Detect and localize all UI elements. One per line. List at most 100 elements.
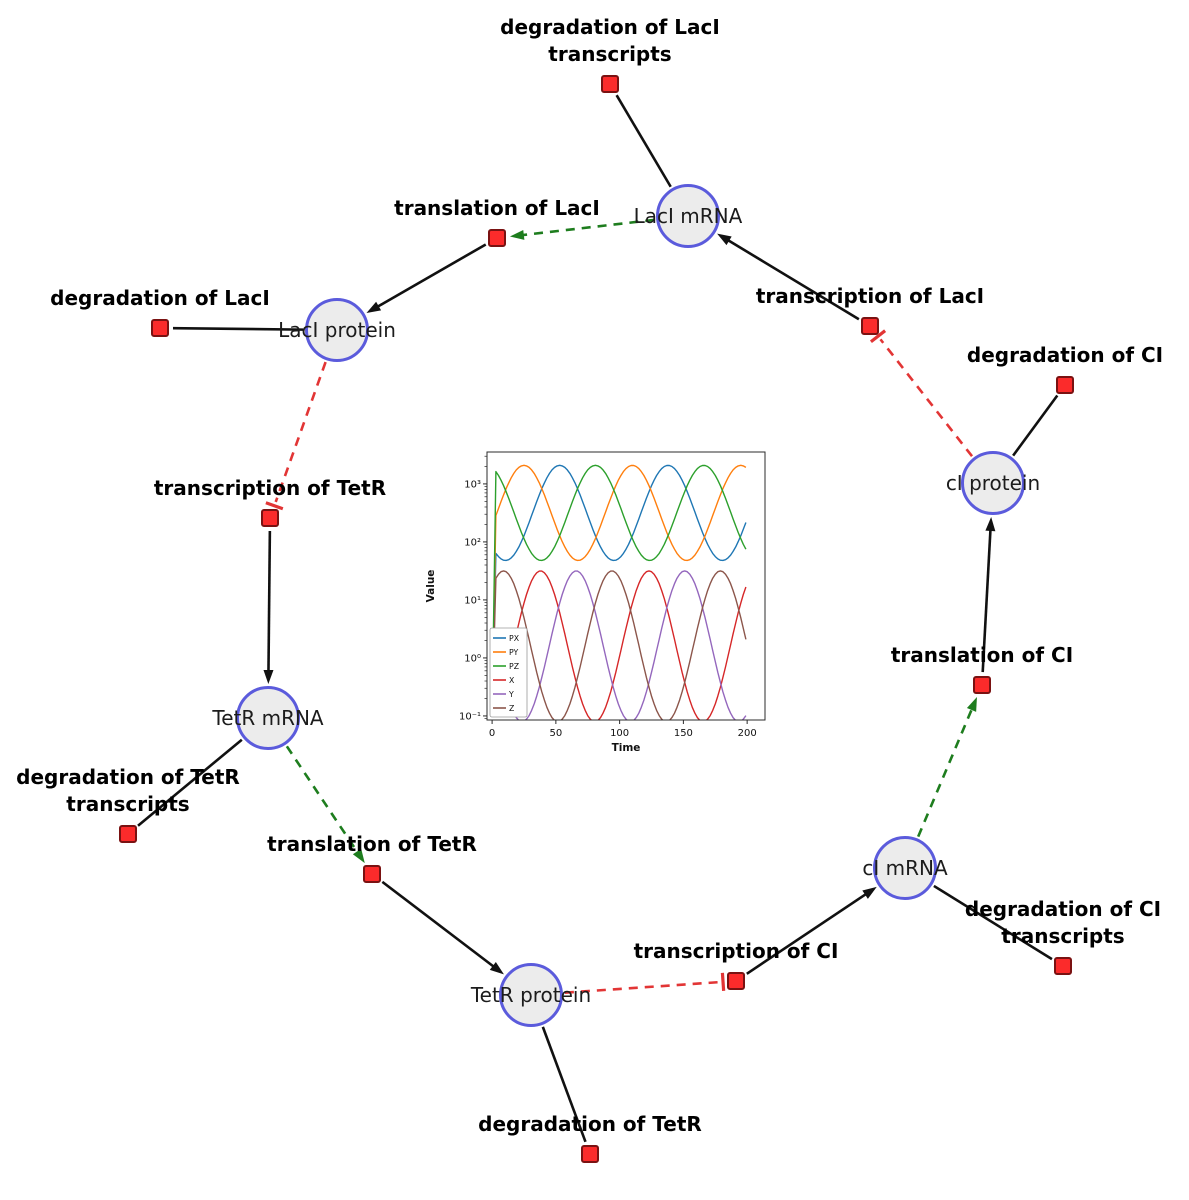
reaction-label-tc_laci: transcription of LacI: [700, 283, 1040, 310]
edge-laci_mrna-deg_laci_tx: [615, 94, 672, 188]
edge-ci_mrna-tl_ci: [916, 696, 977, 838]
reaction-label-tc_ci: transcription of CI: [566, 938, 906, 965]
x-axis-title: Time: [612, 742, 641, 754]
edge-tl_ci-ci_protein: [981, 516, 996, 673]
series-line-PX: [491, 464, 747, 716]
edge-ci_protein-deg_ci: [1012, 394, 1059, 457]
edge-tl_tetr-tetr_protein: [381, 880, 504, 975]
x-axis-tick-label: 50: [549, 728, 562, 739]
reaction-node-deg_tetr[interactable]: [581, 1145, 599, 1163]
reaction-node-deg_laci[interactable]: [151, 319, 169, 337]
edge-laci_mrna-tl_laci: [509, 218, 655, 240]
y-axis-tick-label: 10⁻¹: [459, 711, 481, 722]
edge-tc_ci-ci_mrna: [746, 886, 877, 975]
reaction-label-line: translation of LacI: [394, 196, 600, 220]
reaction-node-deg_laci_tx[interactable]: [601, 75, 619, 93]
reaction-label-tl_ci: translation of CI: [812, 642, 1152, 669]
chart-background: [420, 438, 770, 760]
y-axis-tick-label: 10⁰: [464, 653, 481, 664]
chart-legend: PX PY PZ XYZ: [489, 627, 528, 718]
edge-tc_laci-laci_mrna: [717, 233, 860, 321]
chart-frame: [486, 451, 766, 721]
reaction-node-tc_laci[interactable]: [861, 317, 879, 335]
arrowhead-icon: [966, 696, 977, 712]
inhibition-bar-icon: [265, 501, 284, 511]
arrowhead-icon: [263, 669, 274, 685]
reaction-label-line: degradation of CI: [966, 343, 1164, 367]
reaction-label-tc_tetr: transcription of TetR: [100, 475, 440, 502]
edge-tc_tetr-tetr_mrna: [263, 530, 274, 685]
series-line-PZ: [491, 464, 747, 716]
reaction-label-line: transcripts: [66, 792, 190, 816]
reaction-label-line: degradation of LacI: [50, 286, 270, 310]
species-node-laci_mrna[interactable]: [656, 184, 720, 248]
edge-laci_protein-deg_laci: [172, 326, 304, 331]
reaction-node-tl_ci[interactable]: [973, 676, 991, 694]
x-axis-tick-label: 100: [610, 728, 629, 739]
arrowhead-icon: [489, 961, 504, 975]
reaction-node-tl_tetr[interactable]: [363, 865, 381, 883]
reaction-label-line: degradation of TetR: [16, 765, 240, 789]
series-line-Z: [491, 570, 747, 720]
x-axis-tick-label: 150: [674, 728, 693, 739]
arrowhead-icon: [509, 229, 525, 240]
series-line-Y: [491, 570, 747, 720]
reaction-label-line: translation of CI: [890, 643, 1074, 667]
species-node-ci_mrna[interactable]: [873, 836, 937, 900]
reaction-node-tc_tetr[interactable]: [261, 509, 279, 527]
reaction-label-deg_tetr_tx: degradation of TetR transcripts: [0, 764, 298, 818]
reaction-node-tl_laci[interactable]: [488, 229, 506, 247]
edge-tl_laci-laci_protein: [366, 243, 487, 314]
reaction-node-deg_ci[interactable]: [1056, 376, 1074, 394]
edge-tetr_mrna-deg_tetr_tx: [137, 738, 243, 827]
reaction-label-line: transcripts: [1001, 924, 1125, 948]
reaction-node-deg_tetr_tx[interactable]: [119, 825, 137, 843]
reaction-label-line: transcription of TetR: [153, 476, 387, 500]
inhibition-bar-icon: [720, 972, 726, 991]
y-axis-title: Value: [425, 570, 437, 603]
reaction-label-line: transcripts: [548, 42, 672, 66]
species-node-tetr_protein[interactable]: [499, 963, 563, 1027]
legend-entry-label: Y: [508, 690, 514, 699]
edge-tetr_protein-deg_tetr: [541, 1026, 587, 1143]
reaction-label-deg_laci_tx: degradation of LacI transcripts: [440, 14, 780, 68]
reaction-label-line: degradation of TetR: [478, 1112, 702, 1136]
inhibition-bar-icon: [869, 329, 887, 344]
series-line-X: [491, 570, 747, 720]
species-node-ci_protein[interactable]: [961, 451, 1025, 515]
y-axis-tick-label: 10¹: [464, 595, 481, 606]
arrowhead-icon: [366, 301, 382, 314]
reaction-label-line: transcription of CI: [633, 939, 839, 963]
legend-entry-label: PY: [509, 648, 519, 657]
legend-entry-label: Z: [509, 704, 514, 713]
species-node-tetr_mrna[interactable]: [236, 686, 300, 750]
reaction-label-tl_tetr: translation of TetR: [202, 831, 542, 858]
legend-entry-label: X: [509, 676, 515, 685]
x-axis-tick-label: 0: [489, 728, 495, 739]
x-axis-tick-label: 200: [738, 728, 757, 739]
edge-ci_protein-tc_laci: [869, 329, 974, 458]
edge-ci_mrna-deg_ci_tx: [933, 884, 1053, 961]
reaction-label-deg_ci: degradation of CI: [895, 342, 1189, 369]
legend-entry-label: PZ: [509, 662, 519, 671]
legend-entry-label: PX: [509, 634, 520, 643]
arrowhead-icon: [862, 886, 877, 899]
edge-laci_protein-tc_tetr: [265, 361, 327, 511]
series-line-PY: [491, 464, 747, 716]
reaction-node-deg_ci_tx[interactable]: [1054, 957, 1072, 975]
species-node-laci_protein[interactable]: [305, 298, 369, 362]
reaction-node-tc_ci[interactable]: [727, 972, 745, 990]
arrowhead-icon: [717, 233, 732, 246]
arrowhead-icon: [985, 516, 996, 532]
arrowhead-icon: [352, 848, 365, 864]
edge-tetr_mrna-tl_tetr: [285, 745, 365, 864]
edge-tetr_protein-tc_ci: [564, 972, 726, 994]
reaction-label-line: degradation of LacI: [500, 15, 720, 39]
reaction-label-tl_laci: translation of LacI: [327, 195, 667, 222]
y-axis-tick-label: 10²: [464, 537, 481, 548]
